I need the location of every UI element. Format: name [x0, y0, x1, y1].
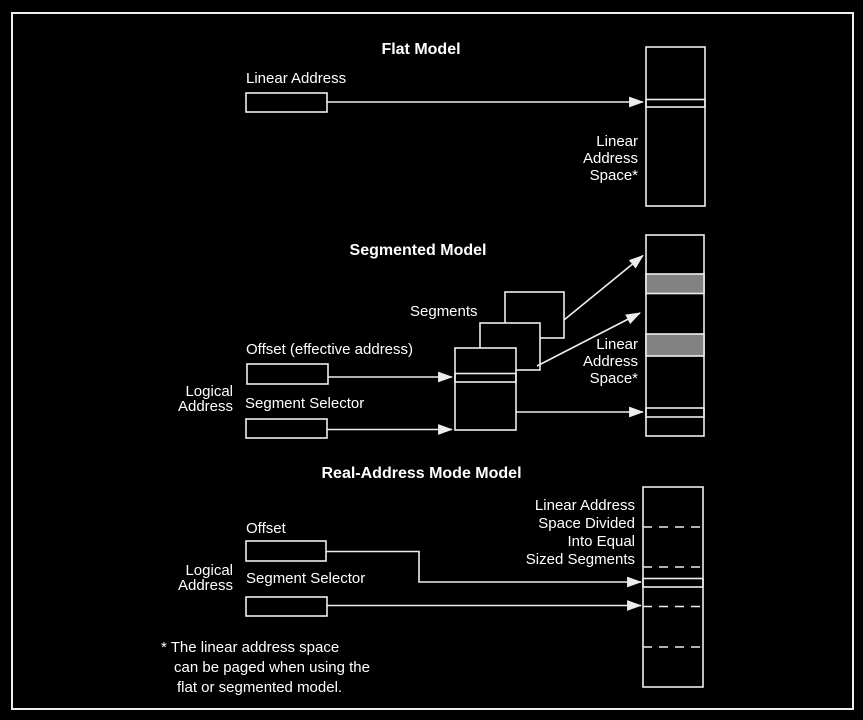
footnote: * The linear address space can be paged … [161, 638, 370, 698]
segmented-diagonal-arrow-top [563, 254, 644, 321]
real-address-slice-band [642, 577, 704, 588]
footnote-line-3: flat or segmented model. [177, 679, 343, 696]
footnote-line-2: can be paged when using the [174, 659, 370, 676]
segment-box-front-band [454, 372, 517, 383]
real-segment-selector-box [245, 596, 328, 617]
real-mode-title: Real-Address Mode Model [321, 465, 522, 482]
segmented-segment-selector-label: Segment Selector [245, 395, 365, 412]
segmented-diagonal-arrow-middle [536, 312, 641, 367]
flat-model-shapes [245, 46, 706, 207]
segmented-segment-selector-box [245, 418, 328, 439]
segmented-gray-band-2 [645, 333, 705, 357]
flat-linear-address-box [245, 92, 328, 113]
offset-effective-address-label: Offset (effective address) [246, 341, 414, 358]
segmented-gray-band-1 [645, 273, 705, 295]
flat-linear-address-space-label: Linear Address Space* [582, 133, 638, 184]
real-mode-shapes [245, 486, 704, 688]
segments-label: Segments [410, 303, 478, 320]
flat-model-title: Flat Model [381, 41, 461, 58]
real-offset-box [245, 540, 327, 562]
real-logical-address-label: Logical Address [177, 562, 233, 594]
diagram-border [11, 12, 854, 710]
segment-box-front [454, 347, 517, 431]
real-linear-address-space-label: Linear Address Space Divided Into Equal … [525, 497, 635, 568]
flat-linear-address-space-rect [645, 46, 706, 207]
segmented-offset-box [246, 363, 329, 385]
real-offset-connector-arrow [326, 550, 643, 588]
flat-address-slice-band [645, 98, 706, 108]
real-segment-selector-label: Segment Selector [246, 570, 366, 587]
segmented-logical-address-label: Logical Address [177, 383, 233, 415]
segmented-model-title: Segmented Model [349, 242, 487, 259]
segmented-address-slice-band [645, 407, 705, 418]
segmented-model-shapes [245, 234, 705, 439]
flat-linear-address-label: Linear Address [246, 70, 347, 87]
real-offset-label: Offset [246, 520, 286, 537]
segmented-linear-address-space-label: Linear Address Space* [582, 336, 638, 387]
footnote-line-1: * The linear address space [161, 639, 340, 656]
